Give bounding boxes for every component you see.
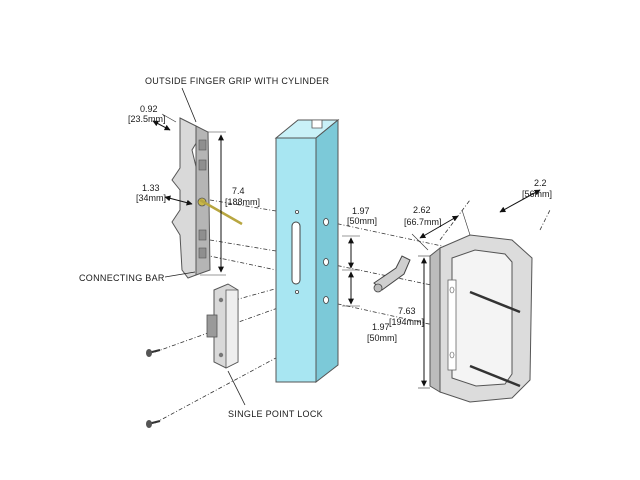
handle-bolt-bottom [469, 364, 521, 388]
dim-spacing-top-in: 1.97 [352, 206, 370, 216]
dim-grip-height-in: 7.4 [232, 186, 245, 196]
lock-cutout-slot [291, 221, 301, 285]
outside-finger-grip [171, 117, 211, 279]
dim-spacing-bottom-mm: [50mm] [367, 333, 397, 343]
inside-pull-handle [429, 234, 533, 403]
dim-handle-proj-mm: [66.7mm] [404, 217, 442, 227]
door-frame-profile [274, 118, 340, 384]
dim-handle-height-in: 7.63 [398, 306, 416, 316]
dim-grip-depth-mm: [23.5mm] [128, 114, 166, 124]
handle-bolt-top [469, 290, 521, 314]
dim-cylinder-in: 1.33 [142, 183, 160, 193]
lock-screws [146, 349, 161, 428]
dim-spacing-top-mm: [50mm] [347, 216, 377, 226]
label-single-point-lock: SINGLE POINT LOCK [228, 409, 323, 419]
dim-cylinder-mm: [34mm] [136, 193, 166, 203]
inside-lever [373, 255, 411, 293]
label-connecting-bar: CONNECTING BAR [79, 273, 165, 283]
label-finger-grip: OUTSIDE FINGER GRIP WITH CYLINDER [145, 76, 329, 86]
dim-handle-proj-in: 2.62 [413, 205, 431, 215]
single-point-lock [206, 283, 239, 369]
dim-grip-height-mm: [188mm] [225, 197, 260, 207]
dim-handle-width-in: 2.2 [534, 178, 547, 188]
dim-grip-depth-in: 0.92 [140, 104, 158, 114]
dim-spacing-bottom-in: 1.97 [372, 322, 390, 332]
dim-handle-width-mm: [56mm] [522, 189, 552, 199]
leader-lines [164, 87, 246, 406]
dimension-lines [152, 113, 541, 389]
dim-handle-height-mm: [194mm] [389, 317, 424, 327]
